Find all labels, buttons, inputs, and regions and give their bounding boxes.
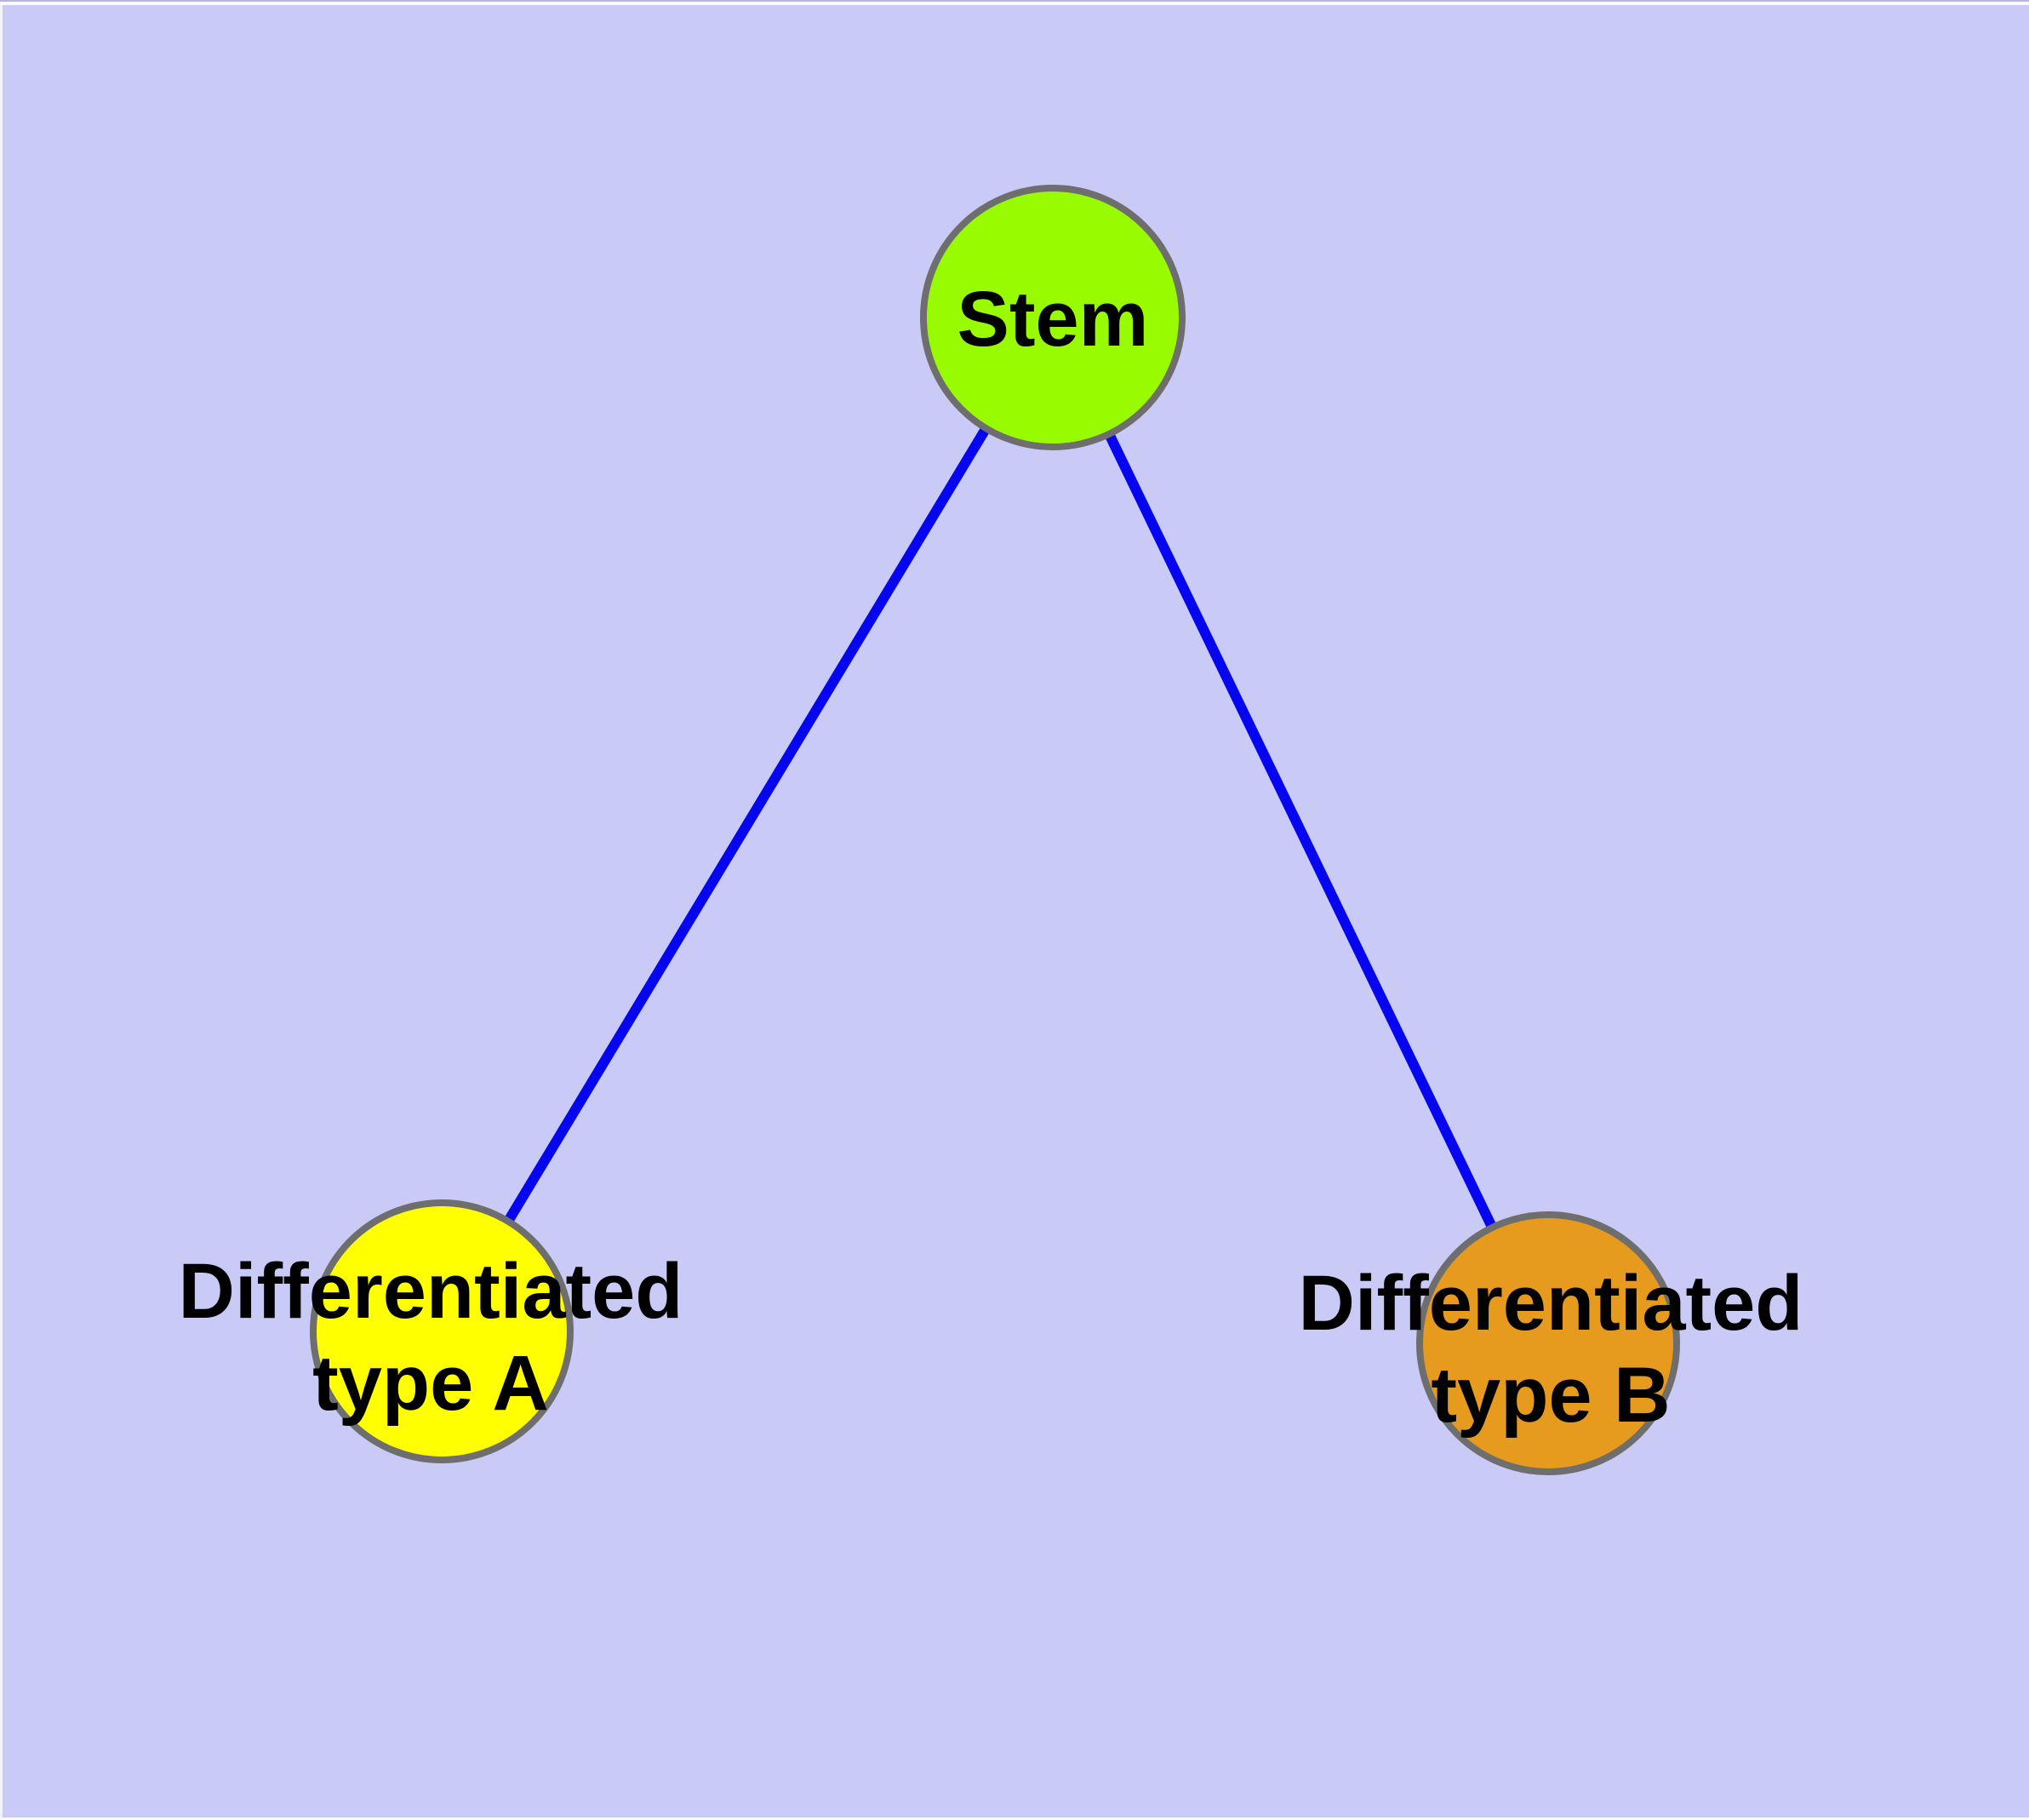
node-stem[interactable]: Stem [920,185,1186,450]
type-a-node-label-line2: type A [312,1340,549,1427]
edge-stem-to-type-a [437,314,1058,1335]
type-a-node-circle[interactable] [310,1199,574,1463]
stem-node-label: Stem [957,276,1149,363]
type-a-node-label-line1: Differentiated [179,1248,683,1335]
node-differentiated-type-b[interactable]: Differentiated type B [1299,1211,1803,1475]
node-differentiated-type-a[interactable]: Differentiated type A [179,1199,683,1463]
type-b-node-label-line1: Differentiated [1299,1260,1803,1347]
type-b-node-label-line2: type B [1431,1352,1670,1439]
stem-node-circle[interactable] [920,185,1186,450]
type-b-node-circle[interactable] [1416,1211,1680,1475]
edge-stem-to-type-b [1048,315,1553,1346]
edge-layer [437,314,1553,1346]
